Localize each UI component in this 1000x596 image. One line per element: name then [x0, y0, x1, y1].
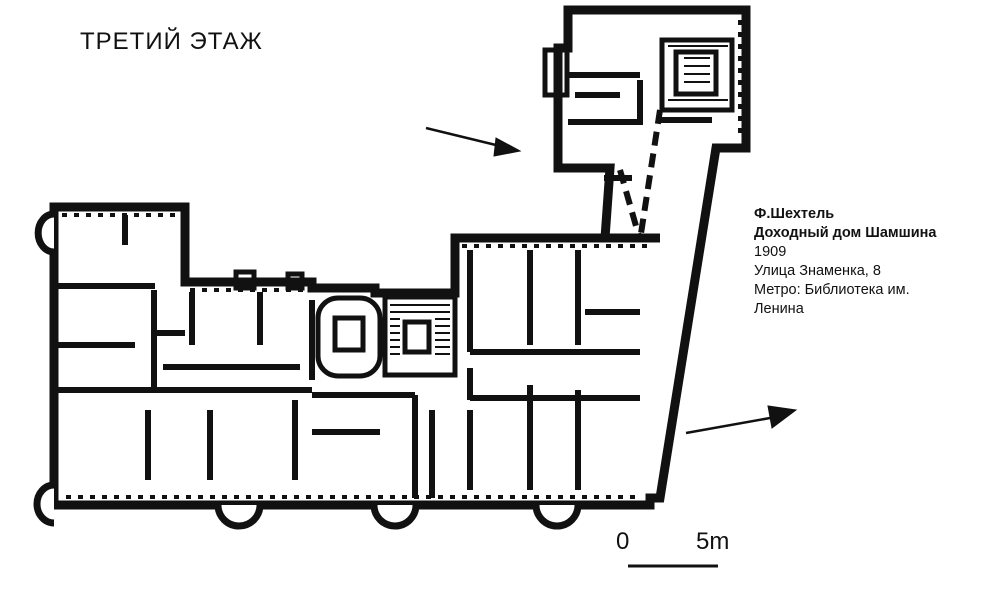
- stairs: [315, 37, 735, 379]
- stair-treads: [390, 45, 728, 355]
- year: 1909: [754, 244, 787, 260]
- entry-arrows: [425, 126, 798, 435]
- round-bays: [33, 210, 582, 530]
- interior-walls: [54, 72, 712, 498]
- building-name: Доходный дом Шамшина: [754, 225, 937, 241]
- metro-cont: Ленина: [754, 301, 804, 317]
- scale-five-label: 5m: [696, 528, 730, 555]
- outer-walls: [49, 5, 751, 510]
- scale-zero-label: 0: [616, 528, 630, 555]
- architect-name: Ф.Шехтель: [754, 206, 835, 222]
- window-marks: [62, 20, 742, 499]
- building-info: Ф.Шехтель Доходный дом Шамшина 1909 Улиц…: [754, 205, 994, 319]
- address: Улица Знаменка, 8: [754, 263, 881, 279]
- shafts: [233, 47, 570, 291]
- metro: Метро: Библиотека им.: [754, 282, 910, 298]
- floor-title: ТРЕТИЙ ЭТАЖ: [80, 28, 263, 55]
